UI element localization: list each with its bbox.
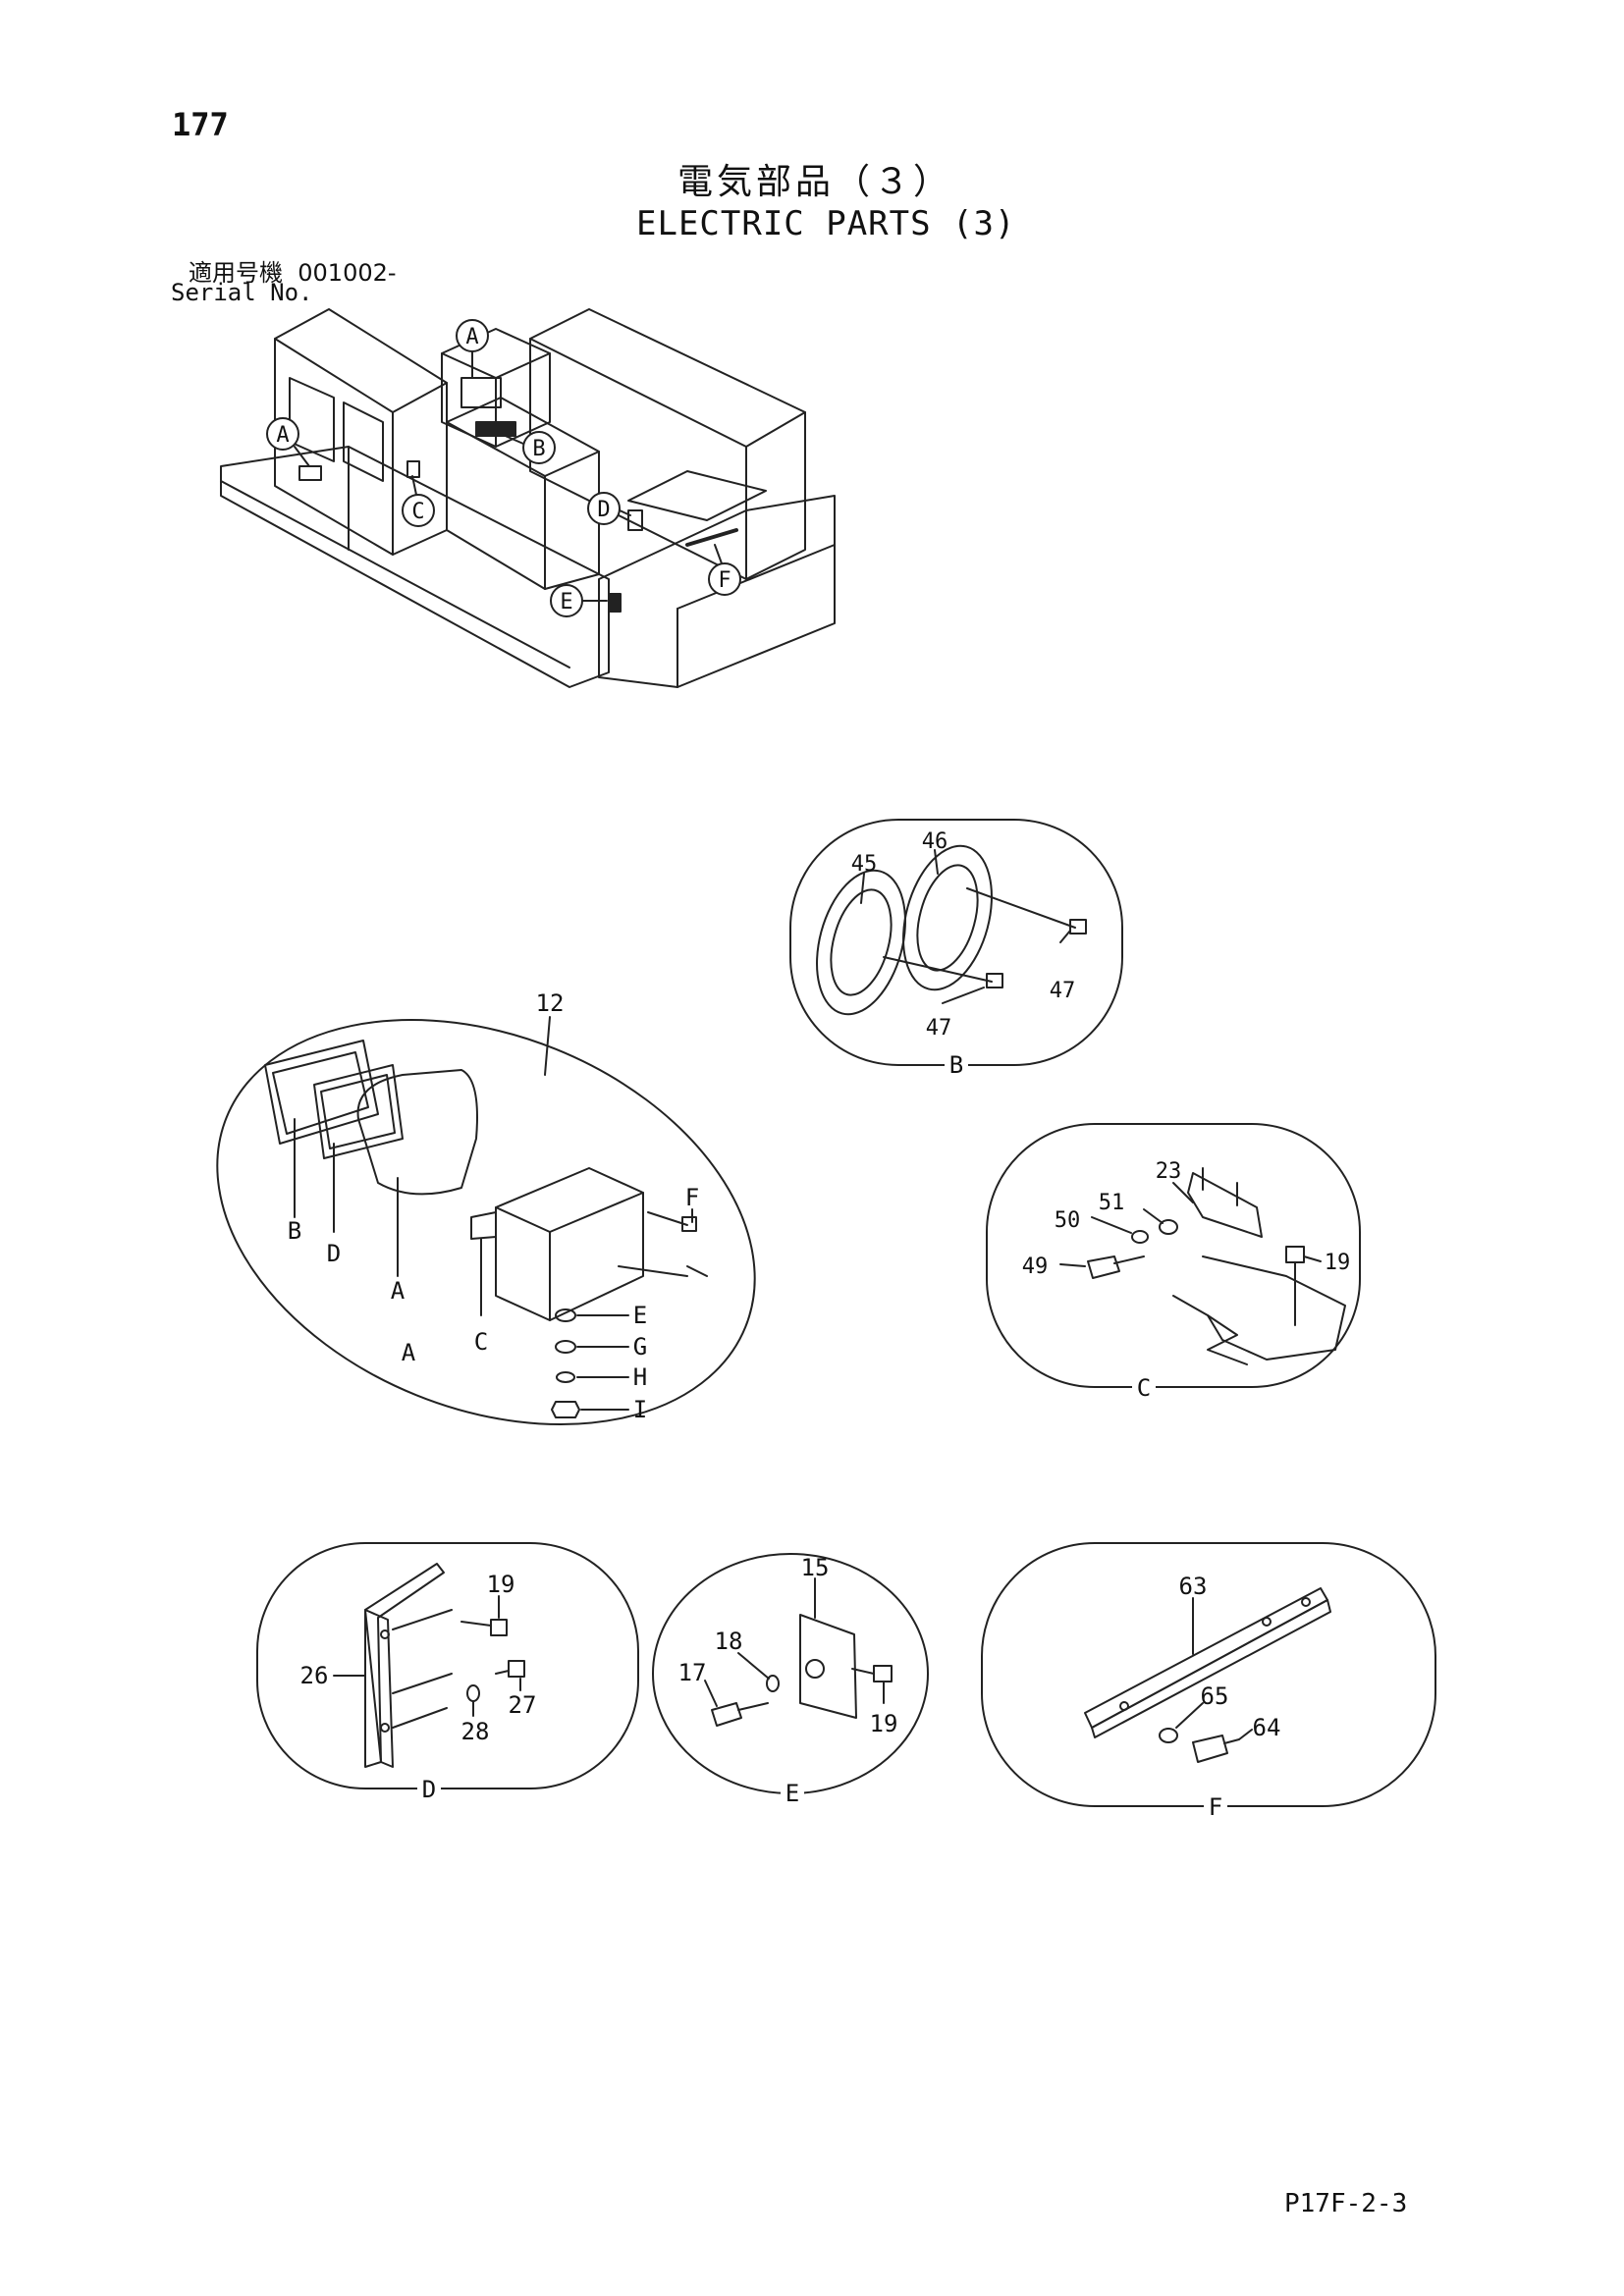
callout-text: A xyxy=(276,423,289,448)
callout-a-top xyxy=(456,319,489,379)
callout-text: E xyxy=(560,590,572,614)
detail-label-e: E xyxy=(785,1780,799,1807)
part-number: 50 xyxy=(1055,1208,1081,1233)
page-code: P17F-2-3 xyxy=(1284,2189,1408,2218)
part-letter: C xyxy=(474,1328,488,1356)
detail-b xyxy=(789,819,1123,1066)
detail-a xyxy=(216,1016,756,1425)
overview-callouts xyxy=(266,319,741,617)
serial-label-jp: 適用号機 001002- xyxy=(189,253,397,288)
serial-label-jp-text: 適用号機 xyxy=(189,259,283,287)
part-number: 15 xyxy=(801,1554,830,1581)
part-number: 64 xyxy=(1253,1714,1281,1741)
part-letter: D xyxy=(327,1240,341,1267)
detail-f xyxy=(981,1542,1436,1807)
detail-label-c: C xyxy=(1137,1374,1151,1402)
part-number: 63 xyxy=(1179,1573,1208,1600)
page-title-jp: 電気部品（３） xyxy=(677,162,953,202)
callout-f xyxy=(708,544,741,596)
page-number: 177 xyxy=(172,106,229,143)
part-letter: H xyxy=(633,1363,647,1391)
part-number: 19 xyxy=(1325,1251,1351,1275)
callout-b xyxy=(500,431,556,464)
part-number: 19 xyxy=(487,1571,515,1598)
machine-overview xyxy=(220,308,836,688)
part-letter: G xyxy=(633,1333,647,1361)
callout-text: C xyxy=(411,500,424,524)
part-number: 47 xyxy=(926,1016,952,1041)
part-number: 45 xyxy=(851,852,878,877)
part-number: 26 xyxy=(300,1662,329,1689)
part-number: 49 xyxy=(1022,1255,1049,1279)
callout-d xyxy=(587,492,631,525)
part-letter: I xyxy=(633,1396,647,1423)
callout-text: D xyxy=(597,498,610,522)
serial-label-en: Serial No. xyxy=(171,279,313,306)
detail-d xyxy=(256,1542,639,1789)
detail-label-b: B xyxy=(949,1051,963,1079)
detail-label-f: F xyxy=(1209,1793,1222,1821)
part-letter: F xyxy=(685,1184,699,1211)
callout-a-cab xyxy=(266,417,310,467)
callout-text: A xyxy=(465,325,478,349)
detail-e xyxy=(652,1553,929,1794)
detail-label-a: A xyxy=(402,1339,416,1366)
part-number: 28 xyxy=(461,1718,490,1745)
part-number: 51 xyxy=(1099,1191,1125,1215)
detail-c xyxy=(986,1123,1361,1388)
page-title-en: ELECTRIC PARTS (3) xyxy=(636,204,1016,243)
serial-value: 001002- xyxy=(298,259,397,287)
callout-text: B xyxy=(532,437,545,461)
part-letter: E xyxy=(633,1302,647,1329)
callout-c xyxy=(402,475,435,527)
part-number: 12 xyxy=(536,989,565,1017)
part-number: 27 xyxy=(509,1691,537,1719)
part-number: 47 xyxy=(1050,979,1076,1003)
part-letter: B xyxy=(288,1217,301,1245)
part-letter: A xyxy=(391,1277,406,1305)
callout-text: F xyxy=(718,568,731,593)
part-number: 65 xyxy=(1201,1682,1229,1710)
part-number: 18 xyxy=(715,1628,743,1655)
callout-e xyxy=(550,584,608,617)
part-number: 19 xyxy=(870,1710,898,1737)
part-number: 46 xyxy=(922,829,948,854)
part-number: 23 xyxy=(1156,1159,1182,1184)
detail-label-d: D xyxy=(422,1776,436,1803)
part-number: 17 xyxy=(678,1659,707,1686)
